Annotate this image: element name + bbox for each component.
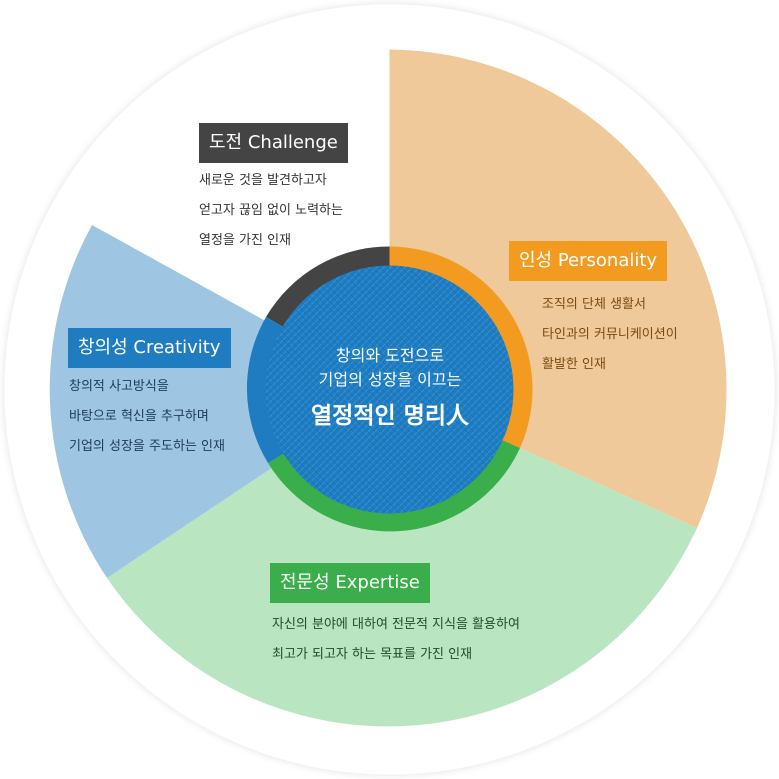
creativity-title: 창의성 Creativity: [68, 328, 231, 368]
center-line-2: 기업의 성장을 이끄는: [318, 370, 462, 389]
challenge-line-1: 새로운 것을 발견하고자: [199, 173, 327, 188]
sector-creativity: [49, 225, 390, 578]
center-text: 창의와 도전으로 기업의 성장을 이끄는 열정적인 명리人: [265, 265, 515, 515]
center-disc: [265, 265, 514, 514]
creativity-description: 창의적 사고방식을 바탕으로 혁신을 추구하며 기업의 성장을 주도하는 인재: [69, 372, 225, 462]
expertise-title: 전문성 Expertise: [270, 563, 430, 603]
challenge-title: 도전 Challenge: [199, 123, 348, 163]
expertise-description: 자신의 분야에 대하여 전문적 지식을 활용하여 최고가 되고자 하는 목표를 …: [272, 610, 520, 670]
challenge-description: 새로운 것을 발견하고자 얻고자 끊임 없이 노력하는 열정을 가진 인재: [199, 166, 343, 256]
creativity-line-2: 바탕으로 혁신을 추구하며: [69, 409, 209, 424]
center-line-1: 창의와 도전으로: [335, 346, 445, 365]
personality-line-3: 활발한 인재: [542, 357, 606, 372]
challenge-line-2: 얻고자 끊임 없이 노력하는: [199, 203, 343, 218]
sector-expertise: [107, 389, 697, 727]
center-headline: 열정적인 명리人: [311, 403, 469, 429]
expertise-line-1: 자신의 분야에 대하여 전문적 지식을 활용하여: [272, 617, 520, 632]
personality-line-1: 조직의 단체 생활서: [542, 297, 646, 312]
challenge-line-3: 열정을 가진 인재: [199, 233, 291, 248]
creativity-line-3: 기업의 성장을 주도하는 인재: [69, 439, 225, 454]
personality-line-2: 타인과의 커뮤니케이션이: [542, 327, 678, 342]
creativity-line-1: 창의적 사고방식을: [69, 379, 169, 394]
expertise-line-2: 최고가 되고자 하는 목표를 가진 인재: [272, 647, 473, 662]
personality-title: 인성 Personality: [509, 241, 668, 281]
personality-description: 조직의 단체 생활서 타인과의 커뮤니케이션이 활발한 인재: [542, 290, 678, 380]
